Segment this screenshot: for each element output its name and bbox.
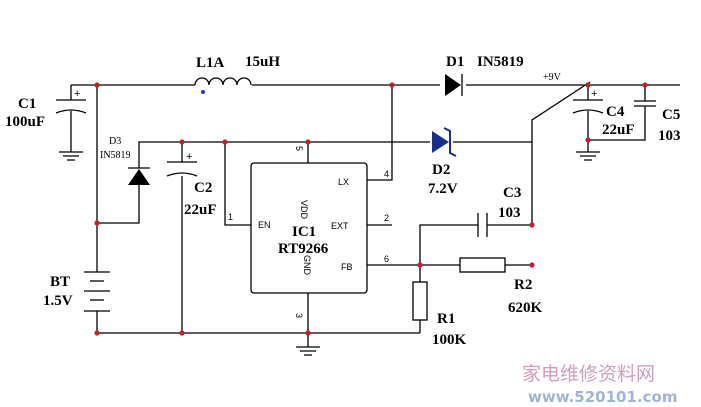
zener-d2-symbol <box>432 127 457 157</box>
d1-ref: D1 <box>446 54 464 70</box>
c4-value: 22uF <box>602 122 635 138</box>
pin-number-ext: 2 <box>384 213 389 223</box>
watermark: 家电维修资料网 www.520101.com <box>522 363 677 406</box>
c3-value: 103 <box>498 205 521 221</box>
ground-c1 <box>59 151 83 161</box>
pin-numbers: 5 4 1 2 6 3 <box>228 146 389 318</box>
d1-value: IN5819 <box>477 54 524 70</box>
ic1-ref: IC1 <box>292 224 316 240</box>
c2-plus: + <box>186 151 192 163</box>
wires <box>70 81 680 347</box>
battery-bt-symbol <box>84 271 110 312</box>
ic1-pin-gnd: GND <box>302 255 312 276</box>
ic1-pin-vdd: VDD <box>299 200 309 220</box>
bt-value: 1.5V <box>43 293 73 309</box>
output-voltage-label: +9V <box>543 72 562 83</box>
l1a-value: 15uH <box>245 54 280 70</box>
ic1-pin-en: EN <box>258 220 271 230</box>
ground-main <box>296 346 320 356</box>
ic1-pin-lx: LX <box>338 177 349 187</box>
c2-ref: C2 <box>194 180 212 196</box>
capacitor-c1-symbol: + <box>55 88 87 114</box>
r1-value: 100K <box>432 332 467 348</box>
diode-d1-symbol <box>445 74 463 96</box>
c1-ref: C1 <box>18 96 36 112</box>
pin-number-lx: 4 <box>384 169 389 179</box>
d2-value: 7.2V <box>428 181 458 197</box>
c5-ref: C5 <box>662 107 680 123</box>
inductor-l1a-symbol <box>194 77 252 94</box>
resistor-r1-symbol <box>412 281 428 321</box>
capacitor-c3-symbol <box>477 213 488 237</box>
l1a-ref: L1A <box>196 55 225 71</box>
ic1-pin-ext: EXT <box>331 221 349 231</box>
resistor-r2-symbol <box>459 257 506 273</box>
c3-ref: C3 <box>503 185 521 201</box>
c1-plus: + <box>74 88 80 100</box>
ground-c4 <box>576 151 600 161</box>
d3-ref: D3 <box>109 136 121 147</box>
junctions <box>94 82 648 336</box>
pin-number-vdd: 5 <box>294 146 304 151</box>
r2-value: 620K <box>508 300 543 316</box>
c2-value: 22uF <box>184 202 217 218</box>
capacitor-c5-symbol <box>634 100 656 107</box>
watermark-cn: 家电维修资料网 <box>522 363 655 385</box>
capacitor-c2-symbol: + <box>166 151 198 177</box>
r2-ref: R2 <box>514 277 532 293</box>
d2-ref: D2 <box>432 162 450 178</box>
c5-value: 103 <box>658 128 681 144</box>
pin-number-en: 1 <box>228 212 233 222</box>
ic1-rt9266: VDD LX EN EXT FB GND IC1 RT9266 <box>250 162 368 294</box>
c4-plus: + <box>591 88 597 100</box>
c1-value: 100uF <box>5 114 45 130</box>
capacitor-c4-symbol: + <box>572 88 604 114</box>
pin-number-fb: 6 <box>384 254 389 264</box>
r1-ref: R1 <box>437 311 455 327</box>
c4-ref: C4 <box>606 104 625 120</box>
watermark-url: www.520101.com <box>528 388 677 406</box>
d3-value: IN5819 <box>100 150 131 161</box>
ic1-value: RT9266 <box>278 241 329 257</box>
pin-number-gnd: 3 <box>294 313 304 318</box>
ic1-pin-fb: FB <box>341 262 353 272</box>
diode-d3-symbol <box>128 164 150 194</box>
bt-ref: BT <box>50 274 70 290</box>
